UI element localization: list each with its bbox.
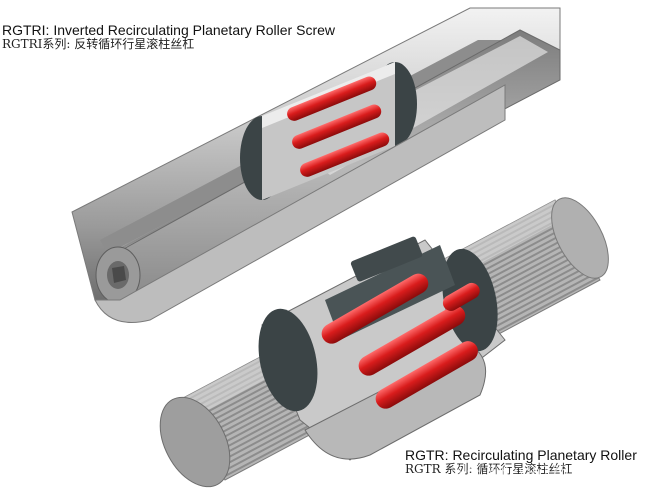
roller-screw-assembly — [159, 197, 609, 488]
top-caption-chinese: RGTRI系列: 反转循环行星滚柱丝杠 — [2, 37, 195, 52]
top-caption: RGTRI: Inverted Recirculating Planetary … — [2, 22, 335, 52]
roller — [287, 76, 377, 121]
top-caption-english: RGTRI: Inverted Recirculating Planetary … — [2, 22, 336, 38]
threaded-rollers — [321, 273, 480, 409]
roller — [375, 341, 478, 409]
roller — [292, 104, 382, 149]
roller — [321, 273, 429, 344]
bottom-caption: RGTR: Recirculating Planetary Roller RGT… — [405, 447, 637, 477]
roller — [300, 132, 390, 177]
watermark: 知乎 @Kevin1759 — [452, 464, 579, 480]
roller — [442, 282, 480, 311]
roller — [358, 305, 466, 376]
inverted-roller-screw-assembly — [71, 7, 561, 323]
bottom-caption-chinese: RGTR 系列: 循环行星滚柱丝杠 — [405, 462, 573, 477]
bottom-caption-english: RGTR: Recirculating Planetary Roller — [405, 447, 637, 463]
planetary-rollers — [287, 76, 390, 177]
